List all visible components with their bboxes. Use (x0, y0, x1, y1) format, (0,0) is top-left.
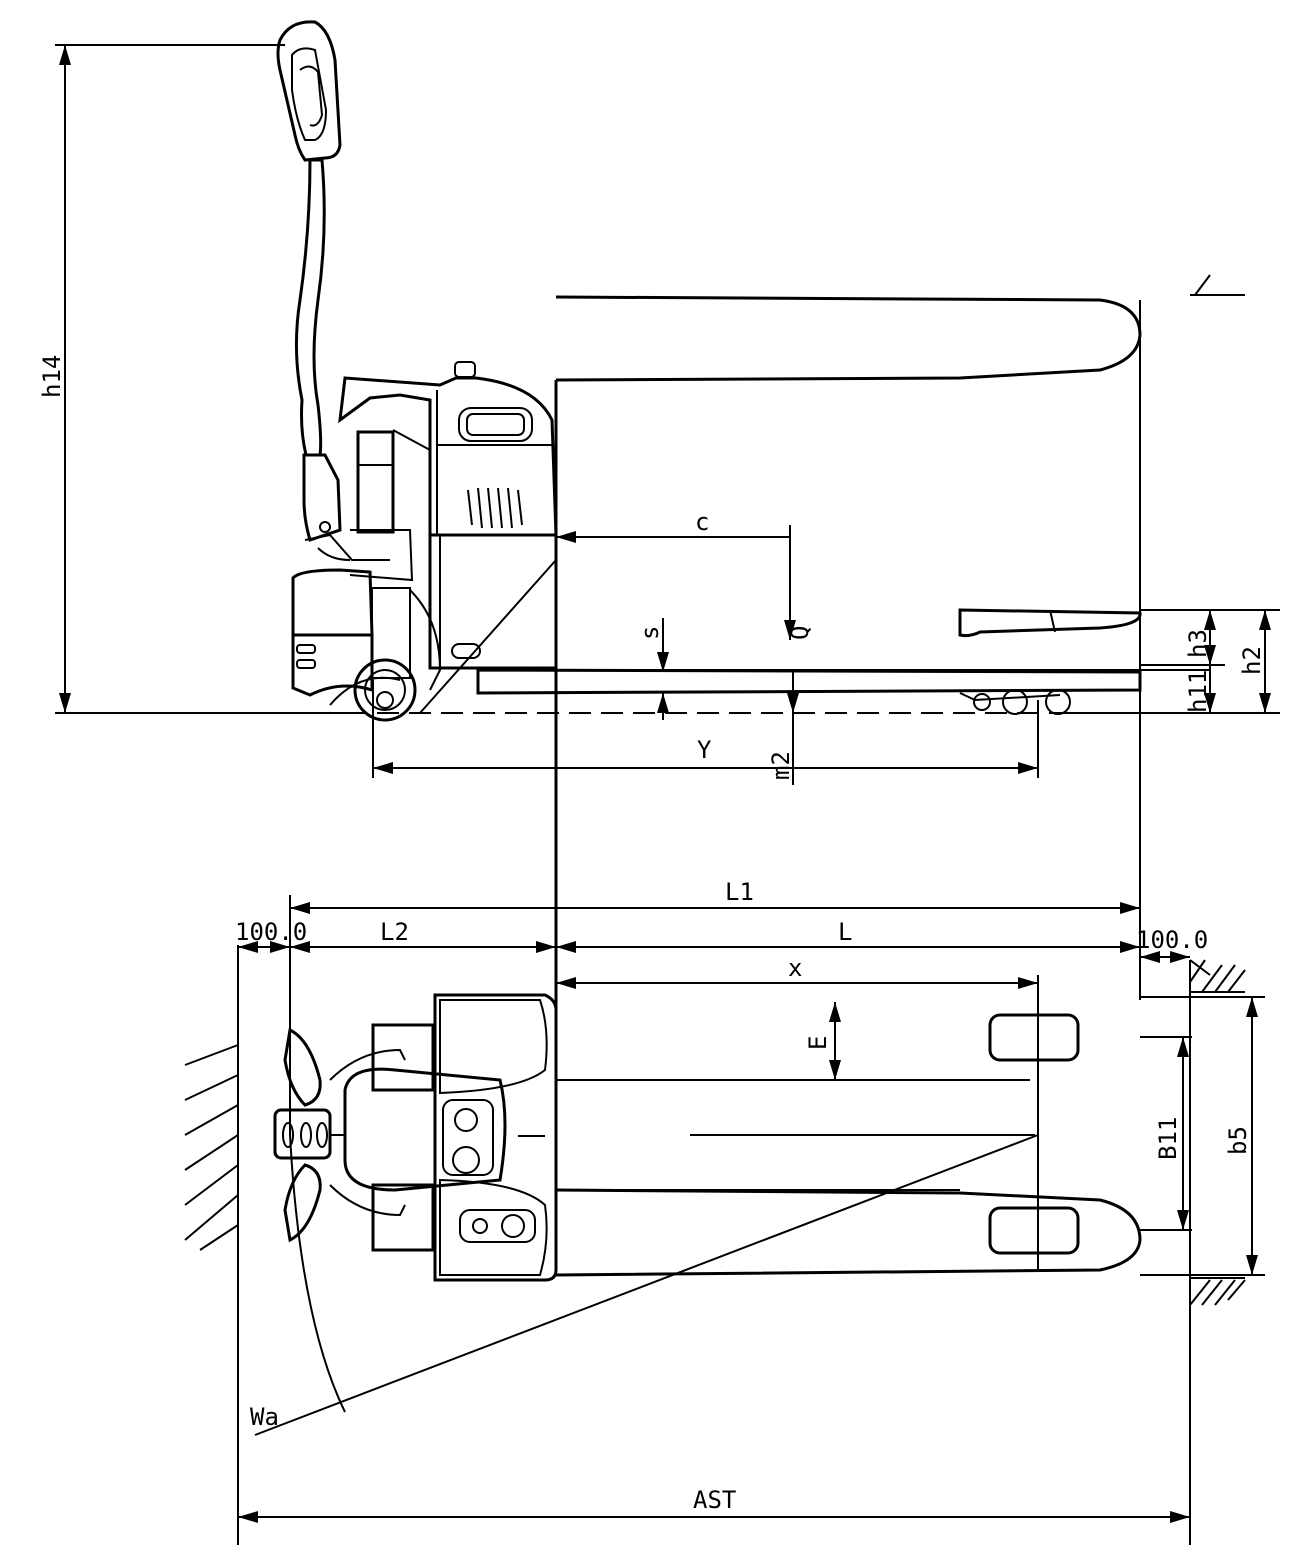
label-b5: b5 (1224, 1126, 1252, 1155)
top-view: Wa L1 100.0 L2 L 100.0 x E (184, 274, 1265, 1545)
label-s: s (636, 626, 664, 640)
label-clearance-left: 100.0 (235, 918, 307, 946)
tiller-handle (276, 20, 390, 561)
top-dimensions: L1 100.0 L2 L 100.0 x E B11 b5 (235, 300, 1265, 1545)
wall-hatch-right (1189, 274, 1246, 1545)
turning-arc (289, 1134, 346, 1413)
label-L2: L2 (380, 918, 409, 946)
label-h11: h11 (1184, 670, 1212, 713)
label-h2: h2 (1238, 646, 1266, 675)
drive-body-top (329, 993, 558, 1282)
fork-top (554, 295, 1142, 1277)
drive-head (291, 361, 558, 722)
vent-grille-icon (467, 487, 523, 529)
label-AST: AST (693, 1486, 736, 1514)
label-E: E (804, 1036, 832, 1050)
label-clearance-right: 100.0 (1136, 926, 1208, 954)
label-h14: h14 (38, 355, 66, 398)
label-Q: Q (786, 626, 814, 640)
label-L1: L1 (725, 878, 754, 906)
label-x: x (788, 954, 802, 982)
label-m2: m2 (767, 751, 795, 780)
label-L: L (838, 918, 852, 946)
label-c: c (695, 508, 709, 536)
label-Wa: Wa (250, 1403, 279, 1431)
label-B11: B11 (1154, 1117, 1182, 1160)
side-view: h14 c Q s h3 h11 h2 Y m2 (38, 20, 1280, 785)
tiller-top (273, 1027, 345, 1243)
wall-hatch-left (184, 1044, 239, 1251)
side-dimensions: h14 c Q s h3 h11 h2 Y m2 (38, 44, 1271, 785)
label-Y: Y (697, 736, 712, 764)
fork-side (476, 608, 1280, 715)
label-h3: h3 (1184, 629, 1212, 658)
diagonal-wa (254, 1134, 1039, 1436)
